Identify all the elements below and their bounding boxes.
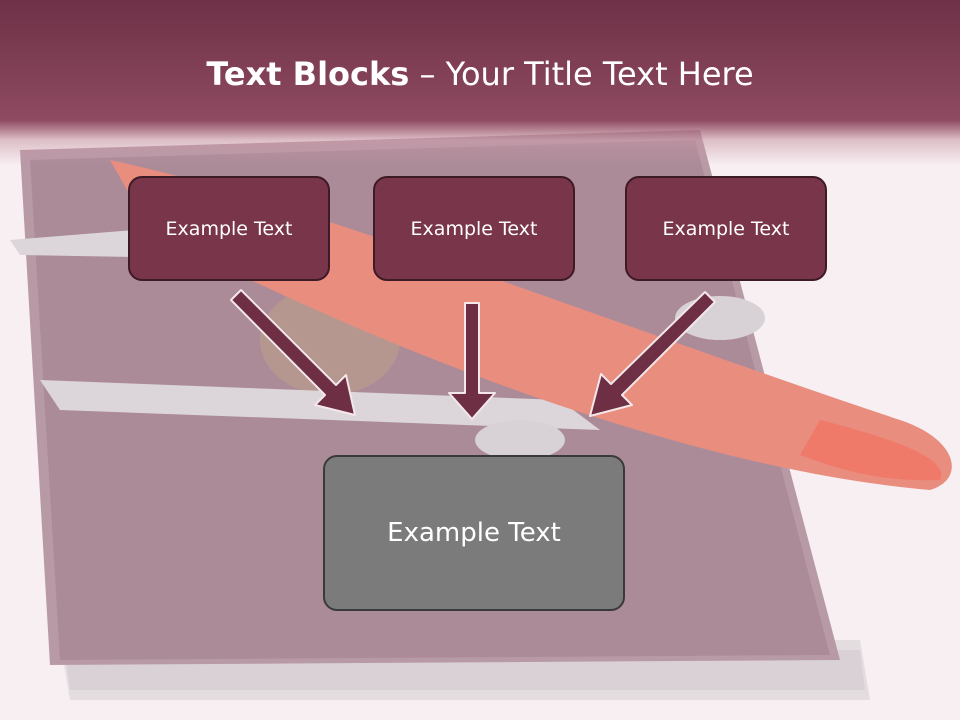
text-block-2[interactable]: Example Text	[373, 176, 575, 281]
title-rest-part: Your Title Text Here	[445, 55, 754, 93]
arrow-left	[230, 289, 356, 416]
text-block-1-label: Example Text	[165, 217, 293, 240]
text-block-1[interactable]: Example Text	[128, 176, 330, 281]
text-block-3-label: Example Text	[662, 217, 790, 240]
text-block-2-label: Example Text	[410, 217, 538, 240]
text-block-3[interactable]: Example Text	[625, 176, 827, 281]
slide-title: Text Blocks – Your Title Text Here	[0, 55, 960, 93]
title-bold-part: Text Blocks	[206, 55, 410, 93]
result-text-block[interactable]: Example Text	[323, 455, 625, 611]
arrow-right	[589, 291, 716, 417]
title-banner	[0, 0, 960, 165]
arrow-center	[448, 302, 496, 420]
result-text-block-label: Example Text	[387, 518, 561, 548]
title-dash: –	[409, 55, 446, 93]
